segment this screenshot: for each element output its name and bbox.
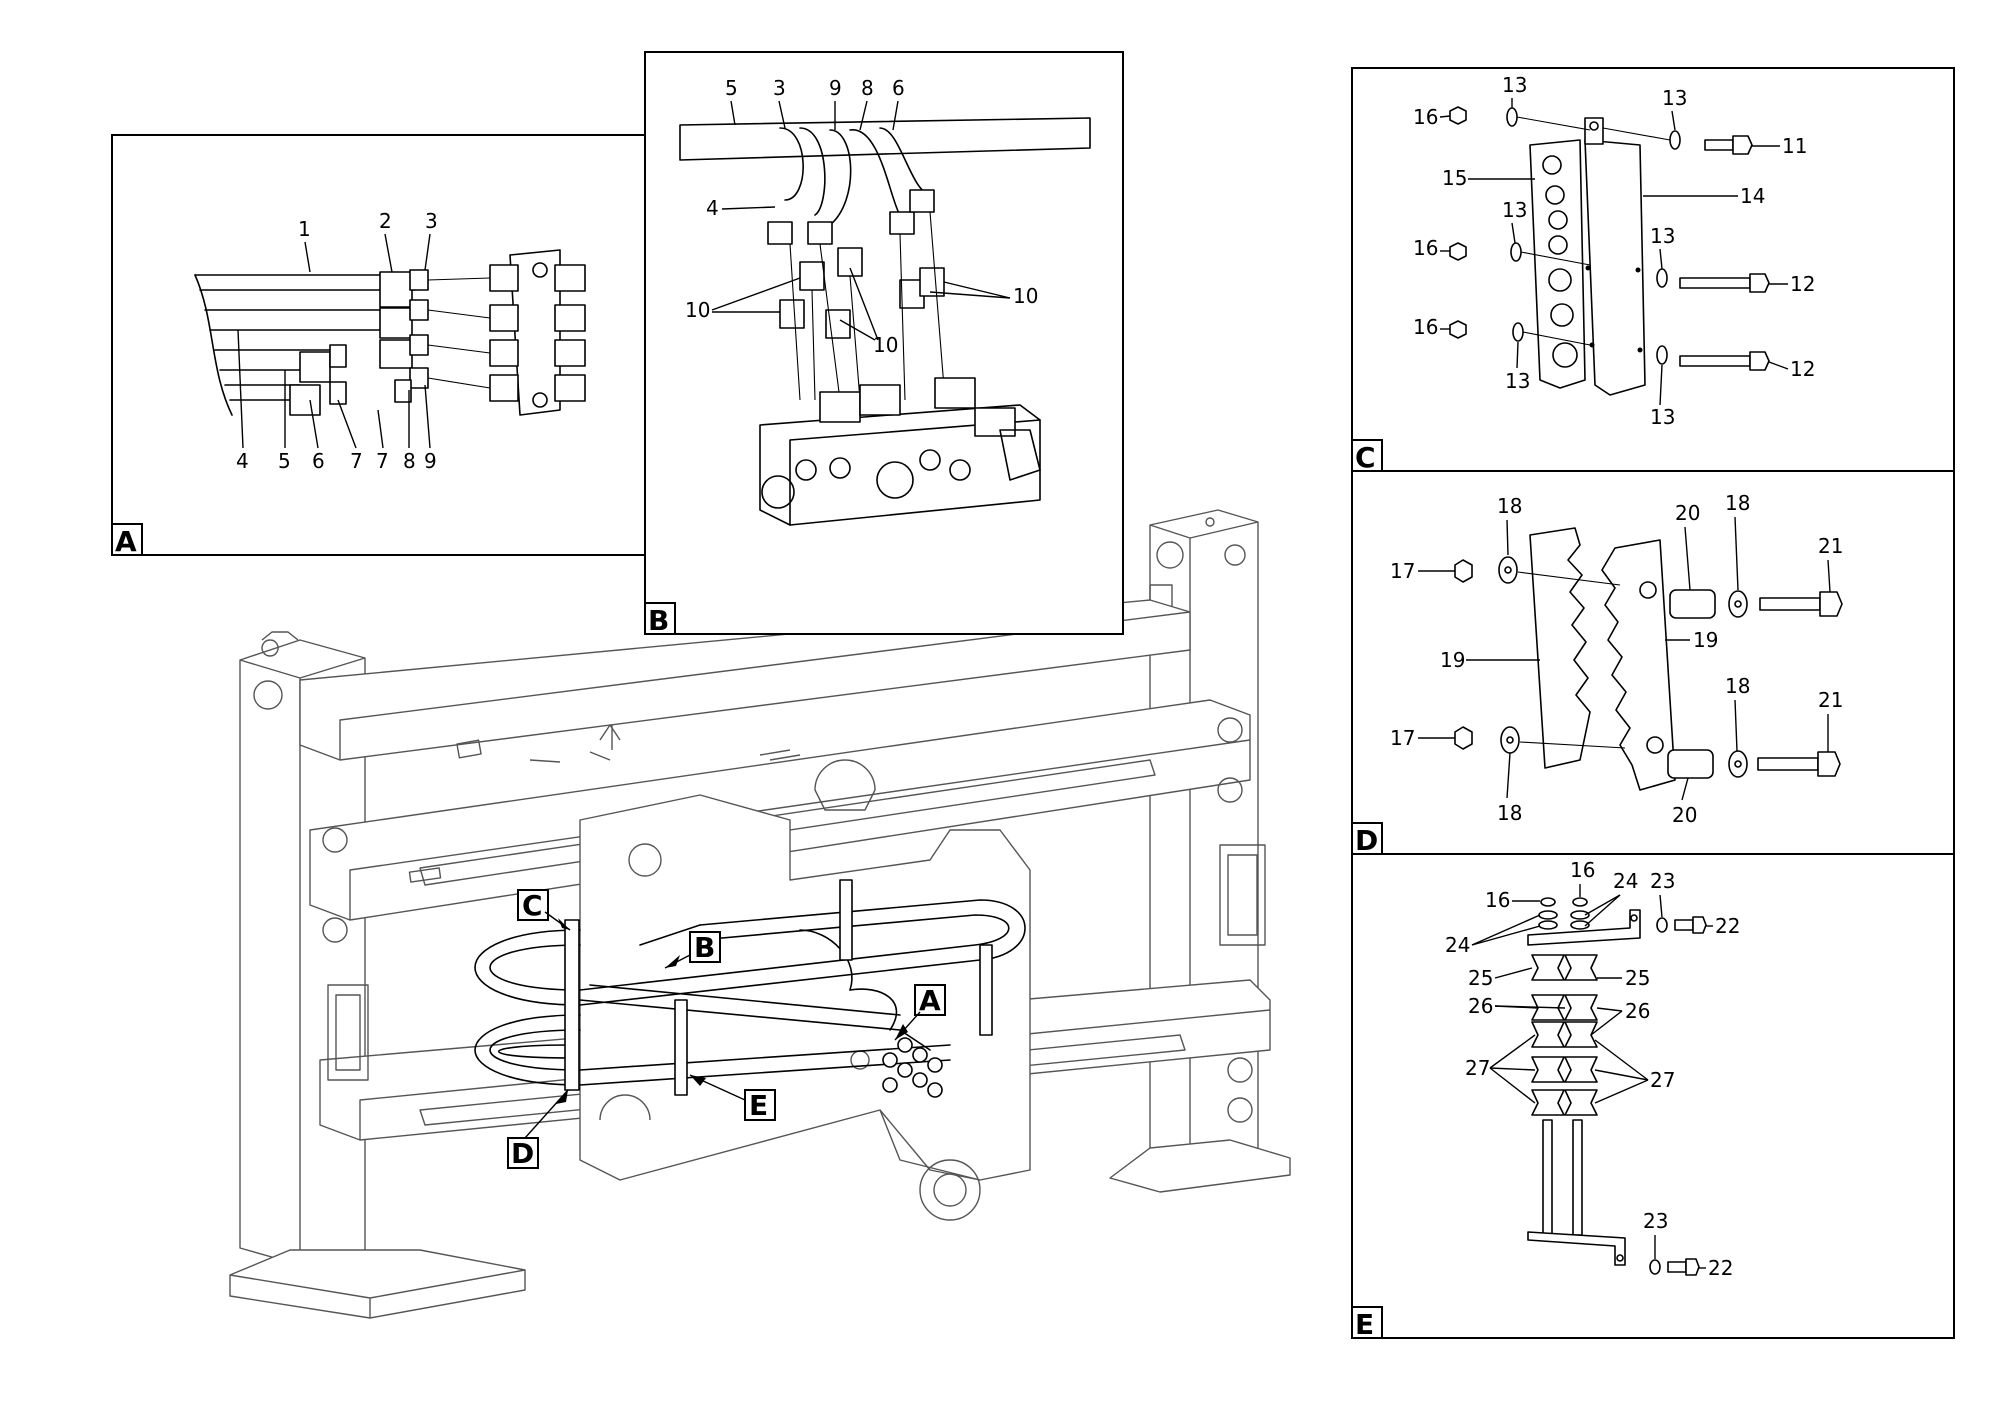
svg-text:9: 9 — [424, 449, 437, 473]
svg-text:4: 4 — [706, 196, 719, 220]
svg-text:16: 16 — [1570, 858, 1595, 882]
svg-text:27: 27 — [1650, 1068, 1675, 1092]
svg-text:3: 3 — [773, 76, 786, 100]
svg-text:17: 17 — [1390, 726, 1415, 750]
svg-text:17: 17 — [1390, 559, 1415, 583]
svg-text:25: 25 — [1625, 966, 1650, 990]
svg-text:B: B — [648, 604, 669, 637]
detail-panel-c: C 16 13 13 11 15 14 13 16 13 1 — [1351, 67, 1955, 474]
svg-text:14: 14 — [1740, 184, 1765, 208]
detail-panel-e: E 16 16 24 — [1351, 853, 1955, 1341]
main-tag-a: A — [894, 984, 946, 1041]
svg-text:13: 13 — [1505, 369, 1530, 393]
svg-text:3: 3 — [425, 209, 438, 233]
svg-text:C: C — [522, 889, 543, 922]
svg-text:20: 20 — [1675, 501, 1700, 525]
svg-text:A: A — [115, 525, 137, 558]
svg-text:4: 4 — [236, 449, 249, 473]
svg-text:12: 12 — [1790, 272, 1815, 296]
svg-text:13: 13 — [1650, 405, 1675, 429]
svg-text:2: 2 — [379, 209, 392, 233]
main-tag-c: C — [517, 889, 571, 931]
main-tag-b: B — [664, 931, 721, 969]
svg-text:16: 16 — [1413, 315, 1438, 339]
svg-text:1: 1 — [298, 217, 311, 241]
svg-text:16: 16 — [1413, 236, 1438, 260]
svg-text:23: 23 — [1643, 1209, 1668, 1233]
svg-text:19: 19 — [1440, 648, 1465, 672]
svg-text:10: 10 — [1013, 284, 1038, 308]
svg-text:18: 18 — [1497, 801, 1522, 825]
svg-text:13: 13 — [1650, 224, 1675, 248]
main-tag-e: E — [689, 1074, 776, 1122]
svg-text:5: 5 — [725, 76, 738, 100]
svg-text:21: 21 — [1818, 688, 1843, 712]
svg-text:E: E — [749, 1089, 768, 1122]
svg-text:D: D — [511, 1137, 534, 1170]
svg-text:13: 13 — [1662, 86, 1687, 110]
main-assembly-drawing: C B A E D — [229, 509, 1291, 1319]
detail-panel-a: A 1 2 3 4 — [111, 134, 646, 558]
fitting-block-main — [882, 1037, 943, 1098]
svg-text:12: 12 — [1790, 357, 1815, 381]
svg-text:26: 26 — [1625, 999, 1650, 1023]
svg-text:16: 16 — [1413, 105, 1438, 129]
main-tag-d: D — [507, 1089, 569, 1170]
detail-panel-b: B 5 3 9 8 6 4 10 10 10 — [644, 51, 1124, 637]
svg-text:23: 23 — [1650, 869, 1675, 893]
svg-text:18: 18 — [1497, 494, 1522, 518]
svg-text:24: 24 — [1445, 933, 1470, 957]
svg-text:E: E — [1355, 1308, 1374, 1341]
svg-text:C: C — [1355, 441, 1376, 474]
svg-text:7: 7 — [376, 449, 389, 473]
svg-text:13: 13 — [1502, 198, 1527, 222]
svg-text:20: 20 — [1672, 803, 1697, 827]
svg-text:16: 16 — [1485, 888, 1510, 912]
svg-text:27: 27 — [1465, 1056, 1490, 1080]
svg-text:26: 26 — [1468, 994, 1493, 1018]
svg-text:9: 9 — [829, 76, 842, 100]
svg-text:19: 19 — [1693, 628, 1718, 652]
svg-text:6: 6 — [892, 76, 905, 100]
svg-text:D: D — [1355, 824, 1378, 857]
svg-text:22: 22 — [1715, 914, 1740, 938]
svg-text:25: 25 — [1468, 966, 1493, 990]
svg-text:18: 18 — [1725, 674, 1750, 698]
svg-text:7: 7 — [350, 449, 363, 473]
svg-text:A: A — [919, 984, 941, 1017]
detail-panel-d: D 18 17 20 18 21 19 19 17 18 21 18 20 — [1351, 470, 1955, 857]
svg-text:13: 13 — [1502, 73, 1527, 97]
svg-text:6: 6 — [312, 449, 325, 473]
svg-text:5: 5 — [278, 449, 291, 473]
svg-text:B: B — [694, 931, 715, 964]
svg-text:8: 8 — [861, 76, 874, 100]
svg-text:24: 24 — [1613, 869, 1638, 893]
svg-text:11: 11 — [1782, 134, 1807, 158]
svg-text:10: 10 — [685, 298, 710, 322]
svg-text:21: 21 — [1818, 534, 1843, 558]
svg-text:18: 18 — [1725, 491, 1750, 515]
svg-text:15: 15 — [1442, 166, 1467, 190]
svg-text:8: 8 — [403, 449, 416, 473]
svg-text:22: 22 — [1708, 1256, 1733, 1280]
